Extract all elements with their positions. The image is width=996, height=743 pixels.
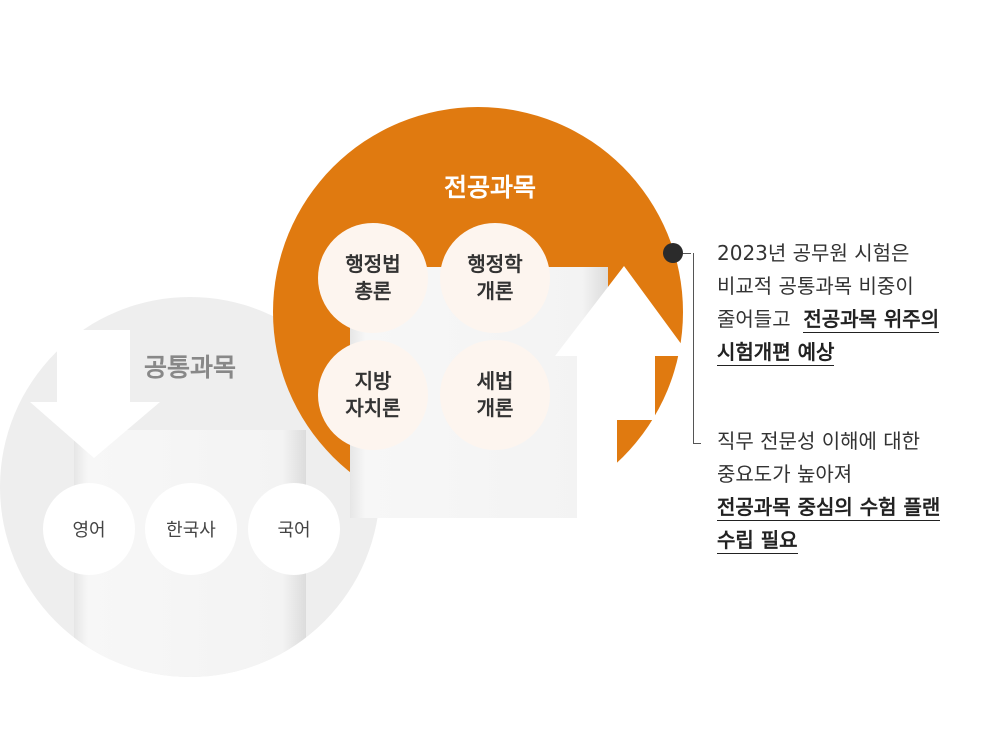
note-first-line3: 줄어들고 전공과목 위주의 bbox=[717, 303, 940, 336]
arrow-down-icon bbox=[30, 330, 160, 458]
note-first-line1: 2023년 공무원 시험은 bbox=[717, 241, 910, 265]
note-second-highlight2: 수립 필요 bbox=[717, 528, 798, 554]
note-first-highlight2: 시험개편 예상 bbox=[717, 340, 835, 366]
note-second-line3: 전공과목 중심의 수험 플랜 bbox=[717, 491, 941, 524]
note-second-line1: 직무 전문성 이해에 대한 bbox=[717, 429, 921, 453]
bracket-tick bbox=[693, 443, 701, 444]
note-second-line2: 중요도가 높아져 bbox=[717, 462, 853, 486]
bullet-dot-icon bbox=[663, 243, 683, 263]
common-subjects-title: 공통과목 bbox=[143, 353, 236, 382]
connector-line bbox=[683, 253, 691, 254]
subject-administrative-law: 행정법 총론 bbox=[318, 223, 428, 333]
note-second-line4: 수립 필요 bbox=[717, 524, 940, 557]
subject-english: 영어 bbox=[43, 483, 135, 575]
note-second: 직무 전문성 이해에 대한 중요도가 높아져 전공과목 중심의 수험 플랜 수립… bbox=[717, 425, 941, 557]
subject-public-administration: 행정학 개론 bbox=[440, 223, 550, 333]
note-first: 2023년 공무원 시험은 비교적 공통과목 비중이 줄어들고 전공과목 위주의… bbox=[717, 237, 940, 369]
note-first-line4: 시험개편 예상 bbox=[717, 336, 939, 369]
subject-korean-history: 한국사 bbox=[145, 483, 237, 575]
subject-tax-law: 세법 개론 bbox=[440, 340, 550, 450]
subject-korean: 국어 bbox=[248, 483, 340, 575]
major-subjects-title: 전공과목 bbox=[443, 173, 536, 202]
bracket-line bbox=[693, 253, 694, 443]
arrow-up-icon bbox=[555, 266, 690, 420]
note-first-line3-text: 줄어들고 bbox=[717, 307, 791, 331]
subject-local-autonomy: 지방 자치론 bbox=[318, 340, 428, 450]
note-first-highlight1: 전공과목 위주의 bbox=[803, 307, 940, 333]
note-first-line2: 비교적 공통과목 비중이 bbox=[717, 274, 914, 298]
note-second-highlight1: 전공과목 중심의 수험 플랜 bbox=[717, 495, 941, 521]
